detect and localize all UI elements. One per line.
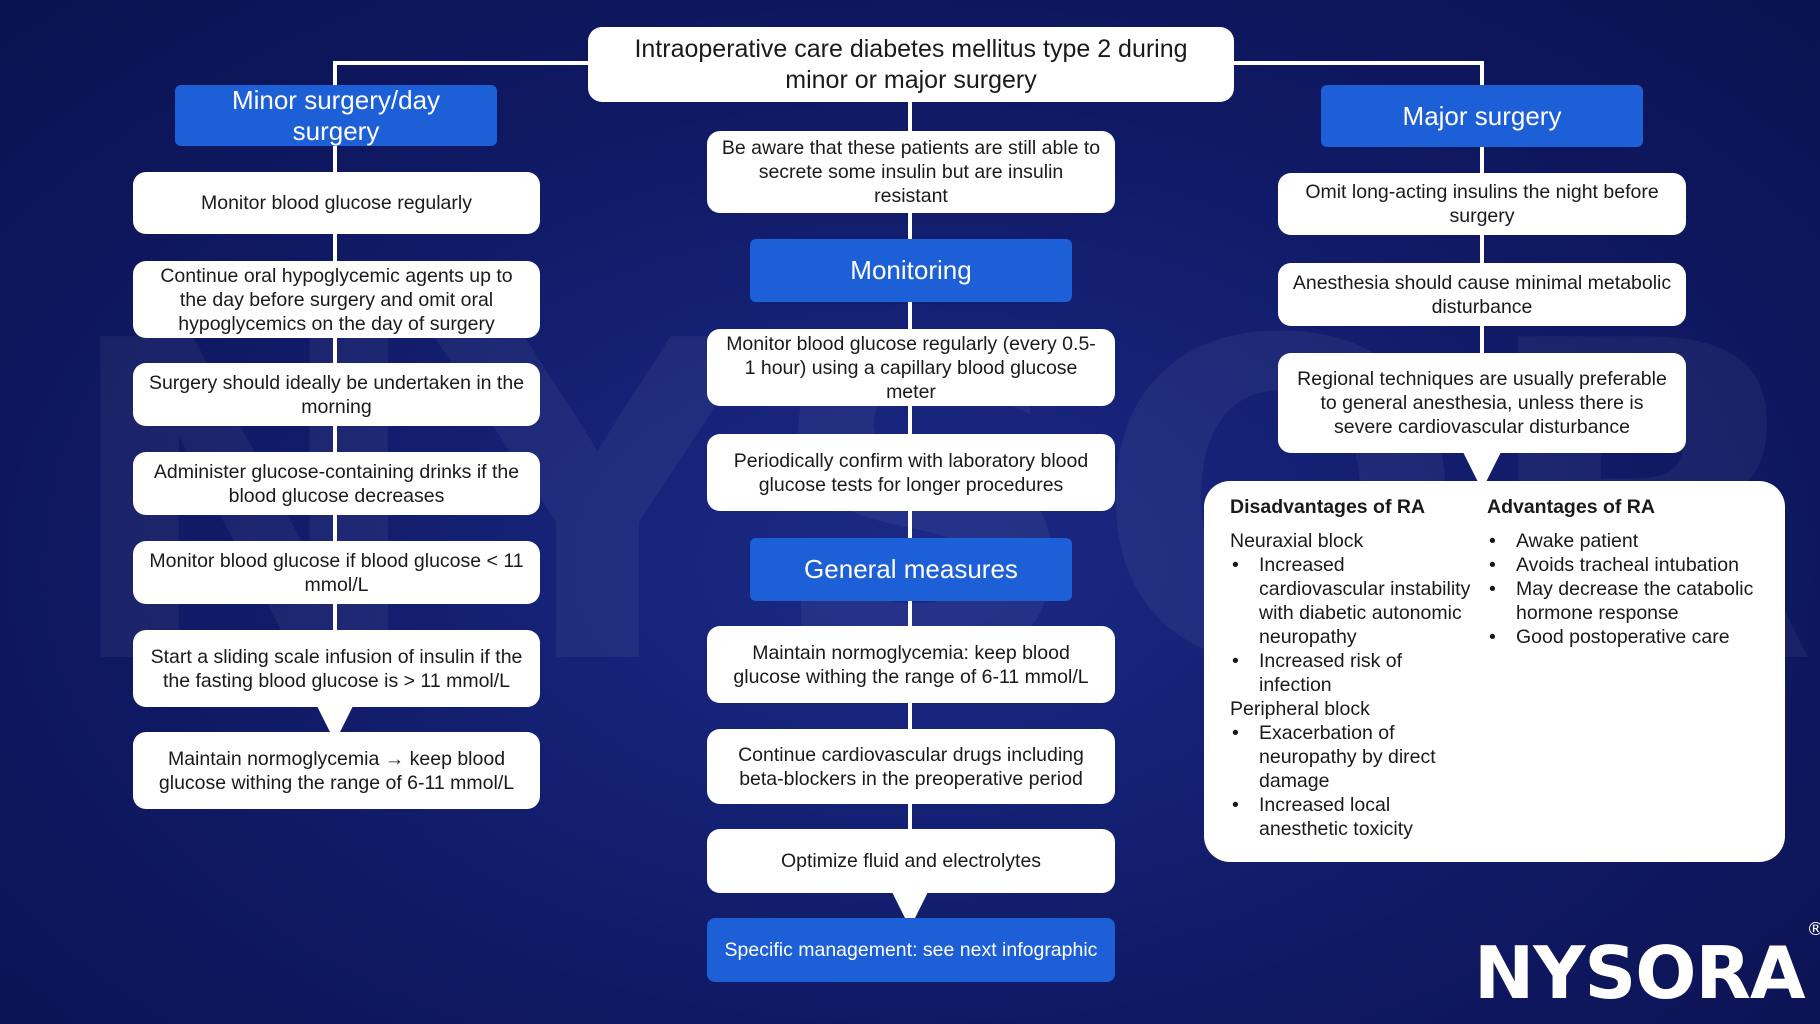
branch-line-left (333, 61, 588, 85)
ra-advantages-column: Advantages of RA Awake patient Avoids tr… (1487, 495, 1772, 649)
branch-line-right (1232, 61, 1484, 85)
general-step-2: Continue cardiovascular drugs including … (707, 729, 1115, 804)
minor-step-5: Monitor blood glucose if blood glucose <… (133, 541, 540, 604)
registered-mark: ® (1806, 919, 1820, 940)
list-item: Increased risk of infection (1230, 649, 1475, 697)
minor-surgery-header: Minor surgery/day surgery (175, 85, 497, 146)
minor-step-4: Administer glucose-containing drinks if … (133, 452, 540, 515)
nysora-logo: NYSORA® (1474, 919, 1820, 1009)
ra-advantages-title: Advantages of RA (1487, 496, 1655, 518)
ra-comparison-panel: Disadvantages of RA Neuraxial block Incr… (1204, 481, 1785, 862)
peripheral-block-label: Peripheral block (1230, 698, 1370, 720)
minor-step-6: Start a sliding scale infusion of insuli… (133, 630, 540, 707)
major-step-1: Omit long-acting insulins the night befo… (1278, 173, 1686, 235)
major-step-3: Regional techniques are usually preferab… (1278, 353, 1686, 453)
major-step-2: Anesthesia should cause minimal metaboli… (1278, 263, 1686, 326)
neuraxial-block-label: Neuraxial block (1230, 530, 1364, 552)
list-item: Increased local anesthetic toxicity (1230, 793, 1475, 841)
general-step-3: Optimize fluid and electrolytes (707, 829, 1115, 893)
minor-step-7: Maintain normoglycemia → keep blood gluc… (133, 732, 540, 809)
general-measures-header: General measures (750, 538, 1072, 601)
center-intro-box: Be aware that these patients are still a… (707, 131, 1115, 213)
page-title: Intraoperative care diabetes mellitus ty… (588, 27, 1234, 102)
logo-text: NYSORA (1474, 931, 1806, 1015)
neuraxial-list: Increased cardiovascular instability wit… (1230, 553, 1475, 697)
list-item: Increased cardiovascular instability wit… (1230, 553, 1475, 649)
list-item: Avoids tracheal intubation (1487, 553, 1772, 577)
list-item: Exacerbation of neuropathy by direct dam… (1230, 721, 1475, 793)
list-item: May decrease the catabolic hormone respo… (1487, 577, 1772, 625)
major-surgery-header: Major surgery (1321, 85, 1643, 147)
monitoring-step-1: Monitor blood glucose regularly (every 0… (707, 329, 1115, 406)
ra-disadvantages-title: Disadvantages of RA (1230, 496, 1426, 518)
minor-step-3: Surgery should ideally be undertaken in … (133, 363, 540, 426)
minor-step-1: Monitor blood glucose regularly (133, 172, 540, 234)
general-step-1: Maintain normoglycemia: keep blood gluco… (707, 626, 1115, 703)
monitoring-header: Monitoring (750, 239, 1072, 302)
ra-disadvantages-column: Disadvantages of RA Neuraxial block Incr… (1230, 495, 1475, 841)
list-item: Good postoperative care (1487, 625, 1772, 649)
advantages-list: Awake patient Avoids tracheal intubation… (1487, 529, 1772, 649)
monitoring-step-2: Periodically confirm with laboratory blo… (707, 434, 1115, 511)
peripheral-list: Exacerbation of neuropathy by direct dam… (1230, 721, 1475, 841)
specific-management-box: Specific management: see next infographi… (707, 918, 1115, 982)
minor-step-2: Continue oral hypoglycemic agents up to … (133, 261, 540, 338)
list-item: Awake patient (1487, 529, 1772, 553)
